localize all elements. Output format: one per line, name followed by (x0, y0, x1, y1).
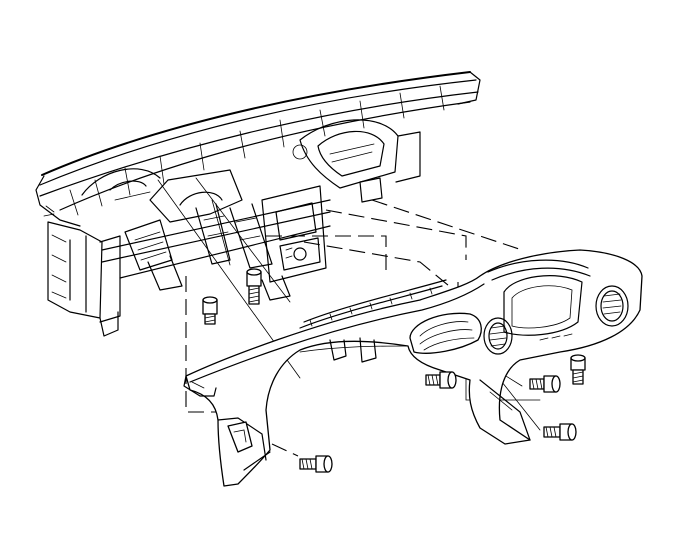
bolt-icon (202, 296, 218, 325)
bolt-icon (246, 268, 262, 305)
bolt-icon (425, 371, 457, 389)
instrument-panel-fasteners (202, 268, 586, 473)
bolt-icon (543, 423, 577, 441)
bolt-icon (529, 375, 561, 393)
instrument-panel-carrier (35, 71, 481, 337)
instrument-panel-upper-trim-pad (183, 249, 643, 487)
right-air-vent (595, 285, 629, 327)
bolt-icon (299, 455, 333, 473)
bolt-icon (570, 354, 586, 385)
center-air-vent (483, 317, 513, 355)
center-grab-handle (409, 312, 482, 354)
